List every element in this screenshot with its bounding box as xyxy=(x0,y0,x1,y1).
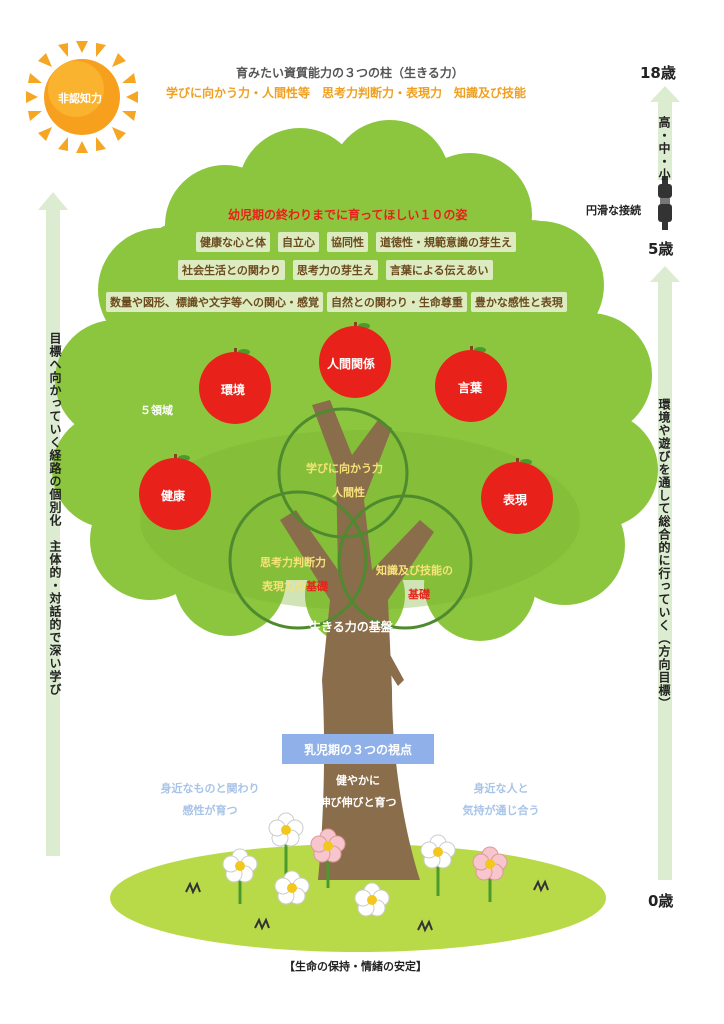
aspect-tag: 豊かな感性と表現 xyxy=(470,292,567,312)
apple-hyogen xyxy=(481,458,553,534)
age-0: 0歳 xyxy=(648,892,674,910)
aspects-row-1: 健康な心と体 自立心 協同性 道徳性・規範意識の芽生え xyxy=(196,232,516,252)
flower-icon xyxy=(222,848,258,904)
apples xyxy=(139,322,553,534)
core-left-line1: 思考力判断力 xyxy=(260,556,326,569)
grass-tufts xyxy=(185,879,549,933)
apple-label-ningen: 人間関係 xyxy=(327,357,376,371)
right-upper-arrow xyxy=(650,86,680,180)
aspect-tag: 健康な心と体 xyxy=(196,232,270,252)
school-stages: 高・中・小 xyxy=(657,116,671,181)
flower-icon xyxy=(310,828,346,888)
ten-aspects-title: 幼児期の終わりまでに育ってほしい１０の姿 xyxy=(228,208,468,222)
apple-label-kenko: 健康 xyxy=(161,489,186,503)
aspect-tag: 数量や図形、標識や文字等への関心・感覚 xyxy=(106,292,323,312)
infant-left-text: 身近なものと関わり 感性が育つ xyxy=(160,782,260,817)
pillars-list: 学びに向かう力・人間性等 思考力判断力・表現力 知識及び技能 xyxy=(166,86,527,100)
aspect-tag: 自立心 xyxy=(278,232,319,252)
flower-icon xyxy=(472,846,508,902)
aspect-tag: 言葉による伝えあい xyxy=(385,260,493,280)
core-top-line2: 人間性 xyxy=(332,486,365,499)
aspect-tag: 道徳性・規範意識の芽生え xyxy=(376,232,516,252)
apple-kankyo xyxy=(199,348,271,424)
age-5: 5歳 xyxy=(648,240,674,258)
connector-plug-icon xyxy=(658,176,672,230)
infant-perspectives-box: 乳児期の３つの視点 xyxy=(282,734,434,764)
five-domains-label: ５領域 xyxy=(140,404,173,417)
flower-icon xyxy=(274,870,310,905)
apple-kenko xyxy=(139,454,211,530)
flowers xyxy=(185,812,549,933)
aspects-row-2: 社会生活との関わり 思考力の芽生え 言葉による伝えあい xyxy=(178,260,493,280)
aspect-tag: 社会生活との関わり xyxy=(178,260,285,280)
apple-kotoba xyxy=(435,346,507,422)
individualized-path-text: 目標へ向かっていく経路の個別化 主体的・対話的で深い学び xyxy=(48,332,62,696)
flower-icon xyxy=(268,812,304,876)
sun-icon xyxy=(26,41,138,153)
life-support-caption: 【生命の保持・情緒の安定】 xyxy=(284,960,427,973)
apple-label-hyogen: 表現 xyxy=(503,493,528,507)
aspect-tag: 自然との関わり・生命尊重 xyxy=(327,292,467,312)
smooth-connection-label: 円滑な接続 xyxy=(586,204,641,217)
infant-right-text: 身近な人と 気持が通じ合う xyxy=(462,782,540,817)
sun-label: 非認知力 xyxy=(58,92,102,105)
core-right-line1: 知識及び技能の xyxy=(376,564,453,577)
foundation-of-living: 生きる力の基盤 xyxy=(309,620,393,634)
apple-ningen xyxy=(319,322,391,398)
aspects-row-3: 数量や図形、標識や文字等への関心・感覚 自然との関わり・生命尊重 豊かな感性と表… xyxy=(106,292,567,312)
pillars-title: 育みたい資質能力の３つの柱（生きる力） xyxy=(236,66,464,80)
infant-center-text: 健やかに 伸び伸びと育つ xyxy=(319,774,397,809)
apple-label-kotoba: 言葉 xyxy=(458,381,483,395)
flower-icon xyxy=(420,834,456,896)
apple-label-kankyo: 環境 xyxy=(221,383,246,397)
core-circles xyxy=(228,407,473,630)
flower-icon xyxy=(354,882,390,917)
core-right-line2: 基礎 xyxy=(408,588,430,601)
direction-goal-text: 環境や遊びを通して総合的に行っていく（方向目標） xyxy=(657,398,671,710)
aspect-tag: 協同性 xyxy=(327,232,368,252)
aspect-tag: 思考力の芽生え xyxy=(292,260,378,280)
core-top-line1: 学びに向かう力 xyxy=(306,462,383,475)
age-18: 18歳 xyxy=(640,64,676,82)
core-left-line2: 表現力の基礎 xyxy=(262,580,328,593)
right-lower-arrow xyxy=(650,266,680,880)
